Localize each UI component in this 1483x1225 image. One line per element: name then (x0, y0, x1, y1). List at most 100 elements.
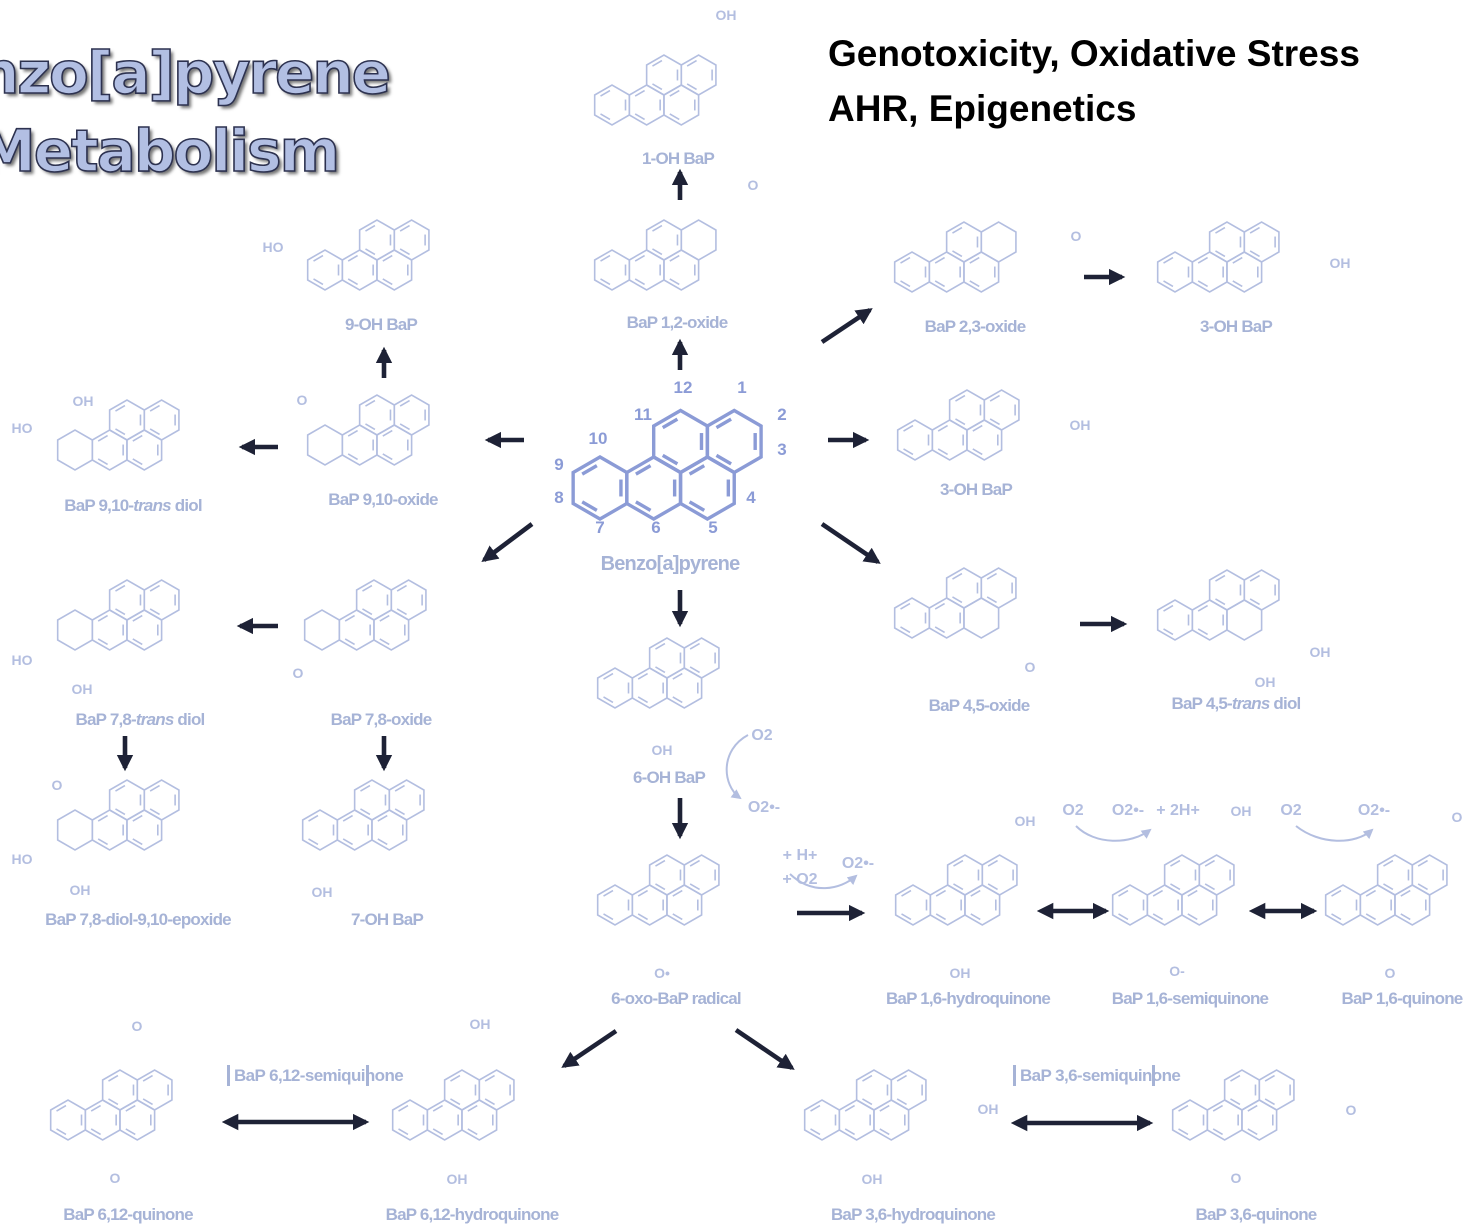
hexagon-ring (1191, 251, 1228, 293)
hexagon-ring (306, 249, 344, 291)
double-bond (132, 638, 143, 646)
position-number-1: 1 (737, 378, 746, 397)
double-bond (952, 596, 963, 604)
hexagon-ring (355, 579, 393, 621)
position-number-3: 3 (777, 440, 786, 459)
hexagon-ring (49, 1099, 87, 1141)
hexagon-ring (388, 779, 425, 821)
substituent-label: OH (470, 1016, 491, 1032)
double-bond (1232, 280, 1243, 288)
double-bond (1187, 913, 1198, 921)
double-bond (379, 614, 390, 622)
double-bond (903, 424, 914, 432)
structure-9-oh-bap (306, 219, 430, 291)
hexagon-ring (964, 884, 1001, 926)
double-bond (56, 1128, 67, 1136)
double-bond (669, 278, 680, 286)
title-line-2: Metabolism (0, 117, 341, 185)
hexagon-ring (948, 389, 986, 431)
double-bond (362, 608, 373, 616)
hexagon-ring (1208, 221, 1246, 263)
double-bond (1249, 226, 1260, 234)
double-bond (661, 453, 679, 466)
hexagon-ring (443, 1069, 481, 1111)
double-bond (467, 1128, 478, 1136)
double-bond (360, 784, 371, 792)
double-bond (686, 83, 697, 91)
double-bond (669, 113, 680, 121)
double-bond (1264, 1098, 1275, 1106)
double-bond (600, 278, 611, 286)
double-bond (934, 602, 946, 610)
double-bond (142, 1074, 153, 1082)
double-bond (1383, 883, 1394, 891)
double-bond (467, 1104, 478, 1112)
double-bond (688, 500, 706, 512)
double-bond (365, 399, 376, 407)
double-bond (934, 626, 946, 634)
structure-1-oh-bap (593, 54, 717, 126)
double-bond (634, 254, 646, 262)
hexagon-ring (338, 609, 375, 651)
structure-bap-7-8-diol-9-10-epoxide (56, 779, 180, 851)
hexagon-ring (119, 1099, 156, 1141)
hexagon-ring (966, 419, 1003, 461)
structure-6-oxo-bap-radical (596, 854, 720, 926)
hexagon-ring (980, 567, 1017, 609)
double-bond (952, 572, 963, 580)
reagent-label: O2 (751, 727, 772, 744)
label-bap-3-6-quinone: BaP 3,6-quinone (1195, 1205, 1318, 1224)
hexagon-ring (983, 389, 1020, 431)
double-bond (132, 614, 143, 622)
double-bond (382, 278, 393, 286)
bracket-bap-6-12-semiquinone: BaP 6,12-semiquinone (227, 1065, 404, 1086)
double-bond (1331, 889, 1342, 897)
hexagon-ring (371, 809, 408, 851)
double-bond (1365, 913, 1377, 921)
double-bond (986, 596, 997, 604)
double-bond (689, 883, 700, 891)
double-bond (398, 1104, 409, 1112)
hexagon-ring (373, 609, 410, 651)
double-bond (1249, 598, 1260, 606)
double-bond (108, 1098, 119, 1106)
double-bond (382, 453, 393, 461)
substituent-label: O (1385, 965, 1396, 981)
substituent-label: OH (447, 1171, 468, 1187)
bracket-bap-3-6-semiquinone: BaP 3,6-semiquinone (1013, 1065, 1181, 1086)
double-bond (347, 254, 359, 262)
position-number-11: 11 (634, 405, 652, 424)
double-bond (652, 248, 663, 256)
double-bond (432, 1104, 444, 1112)
double-bond (655, 666, 666, 674)
substituent-label: O (1346, 1102, 1357, 1118)
double-bond (97, 638, 109, 646)
double-bond (986, 572, 997, 580)
reagent-label: O2•- (842, 855, 874, 872)
double-bond (655, 859, 666, 867)
substituent-label: OH (1231, 803, 1252, 819)
double-bond (90, 1128, 102, 1136)
double-bond (952, 226, 963, 234)
double-bond (1204, 859, 1215, 867)
double-bond (1178, 1128, 1189, 1136)
hexagon-ring (1243, 221, 1280, 263)
double-bond (581, 500, 598, 512)
label-bap-4-5-trans-diol: BaP 4,5-trans diol (1171, 694, 1302, 713)
double-bond (600, 113, 611, 121)
topic-line-2: AHR, Epigenetics (828, 88, 1137, 129)
hexagon-ring (803, 1099, 841, 1141)
hexagon-ring (1191, 599, 1228, 641)
double-bond (132, 458, 143, 466)
double-bond (900, 280, 911, 288)
double-bond (862, 1074, 873, 1082)
double-bond (1197, 280, 1209, 288)
reagent-label: O2•- (1112, 802, 1144, 819)
structure-bap-7-8-oxide (303, 579, 427, 651)
substituent-label: HO (263, 239, 284, 255)
double-bond (652, 83, 663, 91)
double-bond (672, 889, 683, 897)
hexagon-ring (873, 1099, 910, 1141)
label-6-oh-bap: 6-OH BaP (632, 768, 706, 787)
